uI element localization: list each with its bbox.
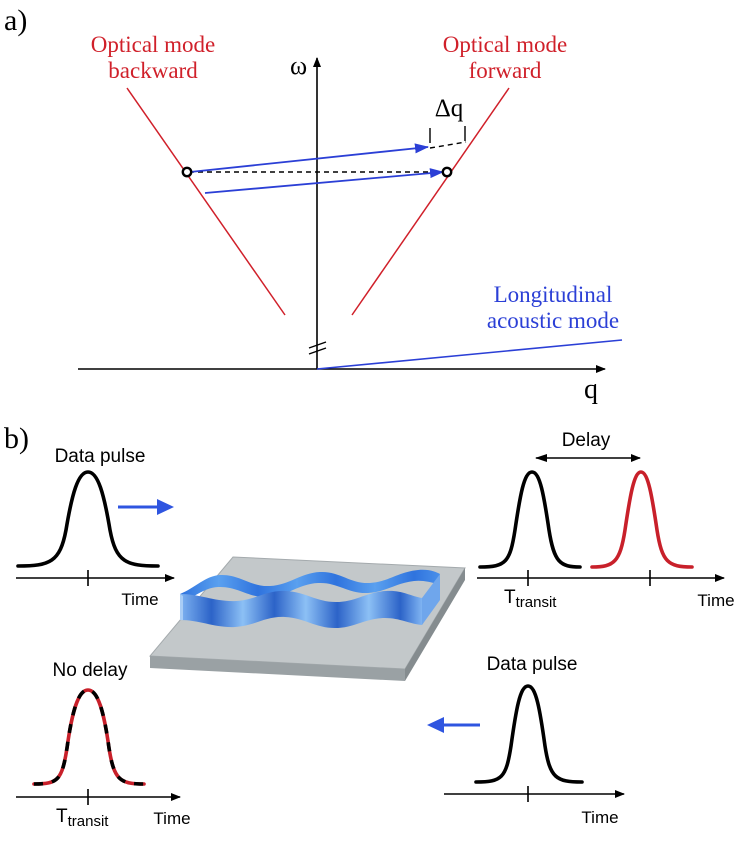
reverse-input-group: Data pulse Time bbox=[427, 654, 625, 827]
optical-forward-label-line2: forward bbox=[469, 58, 542, 83]
optical-backward-label-line1: Optical mode bbox=[91, 32, 216, 57]
delayed-time-label: Time bbox=[697, 591, 734, 610]
optical-forward-label-line1: Optical mode bbox=[443, 32, 568, 57]
omega-axis-label: ω bbox=[290, 51, 307, 80]
reverse-time-label: Time bbox=[581, 808, 618, 827]
transition-arrow-lower bbox=[204, 168, 444, 194]
no-delay-time-label: Time bbox=[153, 809, 190, 828]
substrate-side bbox=[405, 568, 465, 681]
no-delay-output-group: No delay Ttransit Time bbox=[16, 660, 191, 830]
axis-break-mark bbox=[308, 341, 327, 349]
q-axis-label: q bbox=[584, 374, 598, 405]
waveguide-end bbox=[422, 574, 440, 625]
no-delay-pulse-red bbox=[32, 688, 146, 786]
optical-mode-forward-line bbox=[351, 87, 510, 316]
delta-q-label: Δq bbox=[435, 95, 464, 122]
optical-backward-label-line2: backward bbox=[108, 58, 198, 83]
reverse-pulse-curve bbox=[474, 684, 584, 784]
reference-pulse-curve bbox=[478, 470, 582, 569]
delay-label: Delay bbox=[562, 430, 611, 451]
no-delay-label: No delay bbox=[53, 660, 128, 681]
waveguide-top bbox=[180, 569, 440, 604]
backward-mode-point bbox=[181, 166, 193, 178]
transition-arrow-upper bbox=[189, 143, 429, 173]
reverse-pulse-label: Data pulse bbox=[487, 654, 578, 675]
acoustic-label-line1: Longitudinal bbox=[494, 282, 613, 307]
waveguide-device bbox=[148, 556, 466, 681]
panel-b-label: b) bbox=[4, 422, 29, 455]
transit-time-label: Ttransit bbox=[504, 587, 557, 611]
dashed-delta-q-guide bbox=[429, 141, 467, 149]
substrate-front bbox=[150, 656, 405, 681]
delayed-pulse-curve bbox=[590, 470, 694, 569]
waveguide-front bbox=[180, 590, 422, 628]
axis-break-mark bbox=[308, 347, 327, 355]
input-pulse-label: Data pulse bbox=[55, 446, 146, 467]
panel-a-label: a) bbox=[4, 4, 27, 37]
input-pulse-group: Data pulse Time bbox=[16, 446, 175, 609]
propagation-arrow-left-head bbox=[427, 717, 444, 733]
forward-mode-point bbox=[441, 166, 453, 178]
acoustic-label-line2: acoustic mode bbox=[487, 308, 619, 333]
panel-b: b) Data pulse Time bbox=[4, 422, 735, 830]
acoustic-mode-line bbox=[316, 339, 623, 370]
propagation-arrow-right-head bbox=[157, 499, 174, 515]
input-time-label: Time bbox=[121, 590, 158, 609]
input-pulse-curve bbox=[16, 470, 160, 568]
no-delay-transit-label: Ttransit bbox=[56, 806, 109, 830]
delayed-output-group: Delay Ttransit Time bbox=[477, 430, 735, 611]
panel-a: a) ω q Optical mode backward Optical mod… bbox=[4, 4, 623, 405]
waveguide-left-edge bbox=[180, 594, 183, 620]
no-delay-pulse-black-dash bbox=[33, 688, 145, 786]
optical-mode-backward-line bbox=[126, 87, 286, 316]
